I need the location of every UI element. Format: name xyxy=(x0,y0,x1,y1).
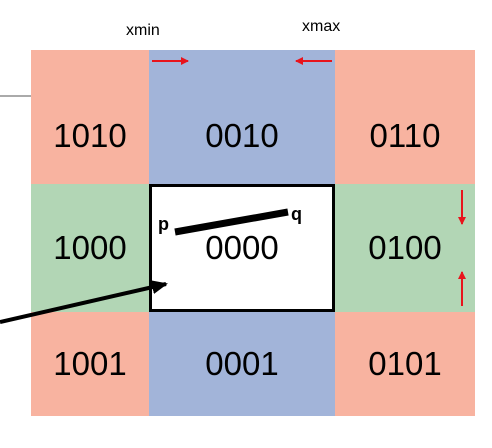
clip-window: 0000 xyxy=(149,184,335,312)
region-code: 1000 xyxy=(53,229,127,266)
region-right: 0100 xyxy=(335,184,475,312)
region-top-left: 1010 xyxy=(31,50,149,184)
region-code: 0100 xyxy=(368,229,442,266)
region-code: 0110 xyxy=(369,117,441,154)
region-bottom-right: 0101 xyxy=(335,312,475,416)
region-code: 0010 xyxy=(205,117,279,154)
xmin-label: xmin xyxy=(126,22,160,39)
region-top-right: 0110 xyxy=(335,50,475,184)
region-code: 1010 xyxy=(53,117,127,154)
region-code: 1001 xyxy=(53,345,127,382)
region-top: 0010 xyxy=(149,50,335,184)
xmax-label: xmax xyxy=(302,18,341,35)
region-code: 0000 xyxy=(205,229,279,266)
region-code: 0001 xyxy=(205,345,279,382)
region-bottom: 0001 xyxy=(149,312,335,416)
region-left: 1000 xyxy=(31,184,149,312)
region-bottom-left: 1001 xyxy=(31,312,149,416)
region-code: 0101 xyxy=(368,345,442,382)
